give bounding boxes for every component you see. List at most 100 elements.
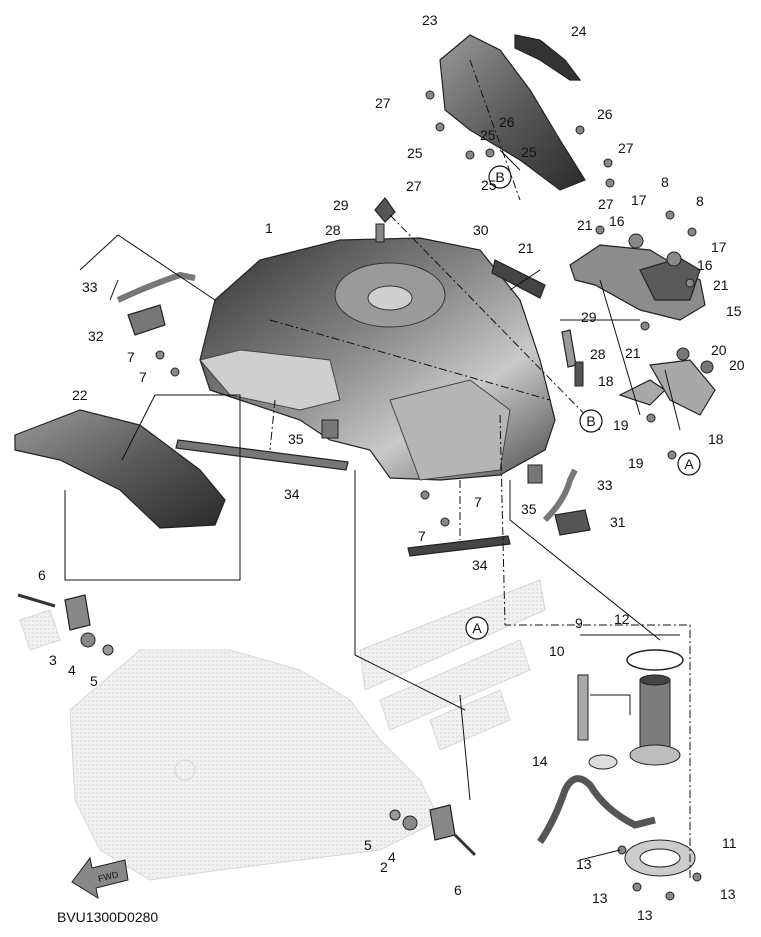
label-30: 30 (473, 222, 489, 238)
mount-right (389, 804, 477, 857)
fwd-arrow-icon: FWD (71, 856, 129, 900)
rubber-pad-30 (491, 259, 546, 299)
damper-29-top (374, 197, 396, 223)
label-23: 23 (422, 12, 438, 28)
label-13a: 13 (576, 856, 592, 872)
label-4: 4 (68, 662, 76, 678)
label-21c: 21 (713, 277, 729, 293)
damper-28-right (574, 361, 584, 387)
label-6: 6 (38, 567, 46, 583)
label-14: 14 (532, 753, 548, 769)
label-7c: 7 (474, 494, 482, 510)
label-32: 32 (88, 328, 104, 344)
label-21b: 21 (518, 240, 534, 256)
label-16a: 16 (609, 213, 625, 229)
label-25d: 25 (481, 177, 497, 193)
bolts (155, 90, 702, 901)
label-25c: 25 (521, 144, 537, 160)
side-cover-left (14, 409, 226, 529)
label-29a: 29 (333, 197, 349, 213)
svg-text:B: B (586, 413, 595, 429)
sender-10 (577, 674, 589, 741)
label-7d: 7 (418, 528, 426, 544)
gasket-12 (626, 649, 684, 671)
svg-text:A: A (472, 620, 482, 636)
label-18b: 18 (708, 431, 724, 447)
svg-text:A: A (684, 456, 694, 472)
label-35a: 35 (288, 431, 304, 447)
label-28a: 28 (325, 222, 341, 238)
label-27d: 27 (598, 196, 614, 212)
label-4b: 4 (388, 849, 396, 865)
label-19b: 19 (628, 455, 644, 471)
fuel-tank (199, 237, 556, 481)
label-27c: 27 (406, 178, 422, 194)
hose-33-bottom (542, 468, 578, 523)
rear-cover-assembly (439, 34, 586, 191)
label-2: 2 (380, 859, 388, 875)
label-1: 1 (265, 220, 273, 236)
label-34a: 34 (284, 486, 300, 502)
label-29b: 29 (581, 309, 597, 325)
label-20a: 20 (711, 342, 727, 358)
label-34b: 34 (472, 557, 488, 573)
label-28b: 28 (590, 346, 606, 362)
label-24: 24 (571, 23, 587, 39)
label-20b: 20 (729, 357, 745, 373)
strip-34-b (407, 535, 511, 557)
rear-trim-24 (514, 34, 582, 81)
block-31 (554, 509, 591, 536)
label-15: 15 (726, 303, 742, 319)
callout-b-top: B (488, 165, 512, 189)
leader-lines (64, 59, 691, 880)
label-33b: 33 (597, 477, 613, 493)
label-10: 10 (549, 643, 565, 659)
label-13d: 13 (720, 886, 736, 902)
fuel-pump-assembly (537, 649, 696, 877)
mount-left (17, 593, 114, 656)
frame-ghost (19, 579, 546, 881)
diagram-code: BVU1300D0280 (57, 909, 158, 925)
label-13c: 13 (637, 907, 653, 923)
label-25b: 25 (407, 145, 423, 161)
label-18a: 18 (598, 373, 614, 389)
label-7a: 7 (127, 349, 135, 365)
pump-body-9 (639, 679, 671, 751)
label-26a: 26 (499, 114, 515, 130)
hose-33-top (116, 271, 196, 303)
label-7b: 7 (139, 369, 147, 385)
svg-text:B: B (495, 169, 504, 185)
label-31: 31 (610, 514, 626, 530)
label-17a: 17 (631, 192, 647, 208)
label-6b: 6 (454, 882, 462, 898)
label-35b: 35 (521, 501, 537, 517)
damper-35-b (527, 464, 543, 484)
damper-29-right (561, 329, 577, 368)
hose-14 (537, 775, 656, 844)
label-19a: 19 (613, 417, 629, 433)
label-17b: 17 (711, 239, 727, 255)
strip-34-a (175, 439, 349, 471)
part-number-labels: 1 2 3 4 4 5 5 6 6 7 7 7 7 8 8 9 10 11 12… (38, 12, 745, 923)
callout-b-mid: B (579, 409, 603, 433)
label-16b: 16 (697, 257, 713, 273)
label-8b: 8 (696, 193, 704, 209)
label-11: 11 (722, 835, 737, 851)
label-5b: 5 (364, 837, 372, 853)
label-33a: 33 (82, 279, 98, 295)
svg-text:FWD: FWD (97, 869, 120, 884)
label-8a: 8 (661, 174, 669, 190)
label-22: 22 (72, 387, 88, 403)
damper-35-a (321, 419, 339, 439)
stay-18a (618, 379, 666, 406)
block-32 (127, 304, 166, 336)
bracket-assembly (569, 233, 716, 416)
label-27a: 27 (375, 95, 391, 111)
label-21a: 21 (577, 217, 593, 233)
label-3: 3 (49, 652, 57, 668)
label-9: 9 (575, 615, 583, 631)
label-25a: 25 (480, 127, 496, 143)
label-21d: 21 (625, 345, 641, 361)
damper-28-top (375, 223, 385, 243)
